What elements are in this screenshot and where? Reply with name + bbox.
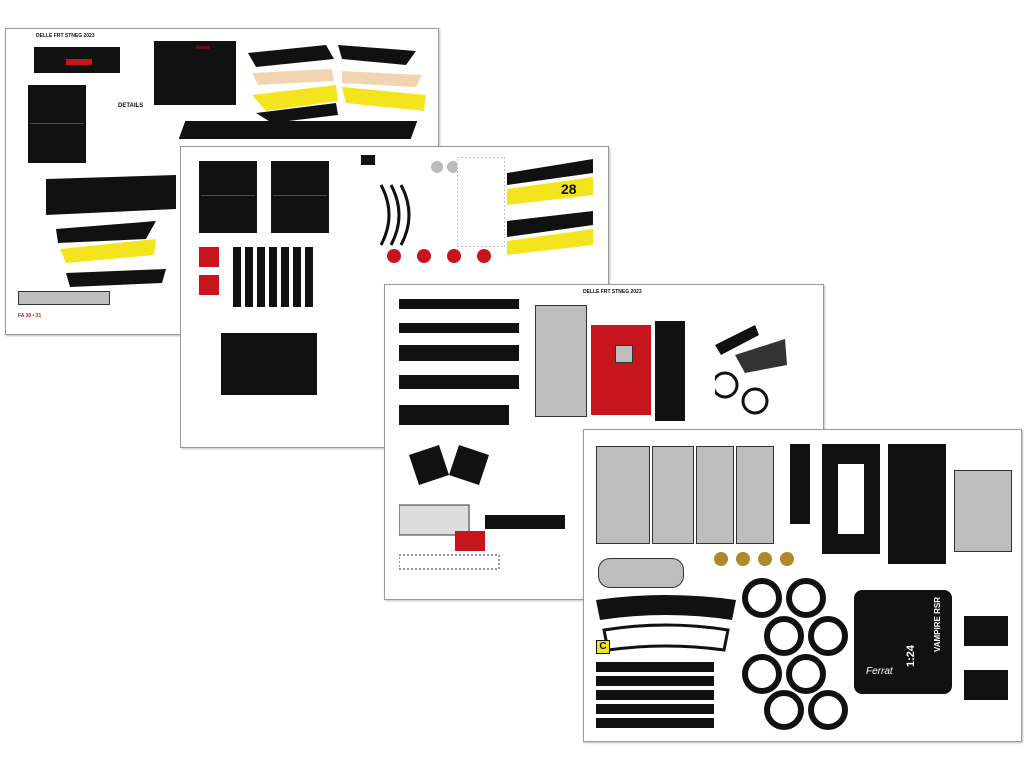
part-strip: [399, 375, 519, 389]
brand-text: Ferrat: [196, 45, 210, 51]
part-panel-right: [271, 161, 329, 233]
part-grille-strip: [18, 291, 110, 305]
logo-decal: [199, 275, 219, 295]
part-tub-2: [652, 446, 694, 544]
box-model: VAMPIRE RSR: [932, 597, 942, 652]
box-brand: Ferrat: [866, 666, 893, 677]
part-roof-panel: [154, 41, 236, 105]
part-tyre: [786, 578, 826, 618]
number-decal: 28: [561, 181, 577, 197]
part-side-stripes: [248, 45, 426, 123]
part-door-panel: [28, 85, 86, 163]
part-brake-disc: [736, 552, 750, 566]
corner-letter: C: [596, 640, 610, 654]
part-tunnel: [954, 470, 1012, 552]
part-wing-end: [455, 531, 485, 551]
part-bumper-lower: [598, 558, 684, 588]
part-label-a: [615, 345, 633, 363]
part-tyre: [808, 616, 848, 656]
part-tub-4: [736, 446, 774, 544]
part-wheel-hub: [447, 249, 461, 263]
part-bonnet: [221, 333, 317, 395]
logo-decal: [199, 247, 219, 267]
part-brake-disc: [714, 552, 728, 566]
part-wheel-hub: [477, 249, 491, 263]
part-splitter: [485, 515, 565, 529]
sheet-title: DELLE FRT STNEG 2023: [36, 33, 95, 39]
part-wishbone: [964, 670, 1008, 700]
part-cockpit-side: [535, 305, 587, 417]
part-tyre: [742, 654, 782, 694]
part-wheel-hub: [387, 249, 401, 263]
part-strip: [399, 299, 519, 309]
sheet-title: DELLE FRT STNEG 2023: [583, 289, 642, 295]
part-cockpit-right: [655, 321, 685, 421]
part-mesh: [457, 157, 505, 247]
part-tyre: [764, 690, 804, 730]
part-box-decal: [854, 590, 952, 694]
part-small: [361, 155, 375, 165]
part-wishbone: [964, 616, 1008, 646]
part-floor-cutout: [838, 464, 864, 534]
part-tyre: [786, 654, 826, 694]
part-number-decals: [507, 159, 593, 255]
part-tub-1: [596, 446, 650, 544]
part-brake-disc: [780, 552, 794, 566]
part-seats-wheel: [715, 325, 787, 415]
details-label: DETAILS: [118, 103, 144, 109]
part-tyre: [742, 578, 782, 618]
part-tub-3: [696, 446, 734, 544]
part-front-grille: [596, 595, 736, 652]
part-strip: [399, 345, 519, 361]
part-louvres: [233, 247, 313, 307]
part-panel-line: [201, 195, 255, 196]
part-panel-left: [199, 161, 257, 233]
part-strip: [399, 323, 519, 333]
part-tyre: [808, 690, 848, 730]
part-tub-5: [790, 444, 810, 524]
page-label: FA 30 • 31: [18, 313, 42, 319]
part-panel-line: [273, 195, 327, 196]
part-sill: [178, 121, 418, 139]
part-arches: [379, 161, 475, 246]
part-floor-2: [888, 444, 946, 564]
part-side-body: [46, 175, 176, 287]
box-scale: 1:24: [905, 644, 918, 668]
part-tyre: [764, 616, 804, 656]
part-rear-wing: [399, 405, 509, 570]
part-brake-disc: [758, 552, 772, 566]
part-interior-red: [591, 325, 651, 415]
part-door-line: [30, 123, 84, 124]
part-wheel-hub: [417, 249, 431, 263]
part-taillight-strip: [66, 59, 92, 65]
paper-model-sheet-d: C Ferrat VAMPIRE RSR 1:24: [583, 429, 1022, 742]
part-treads: [596, 662, 714, 728]
